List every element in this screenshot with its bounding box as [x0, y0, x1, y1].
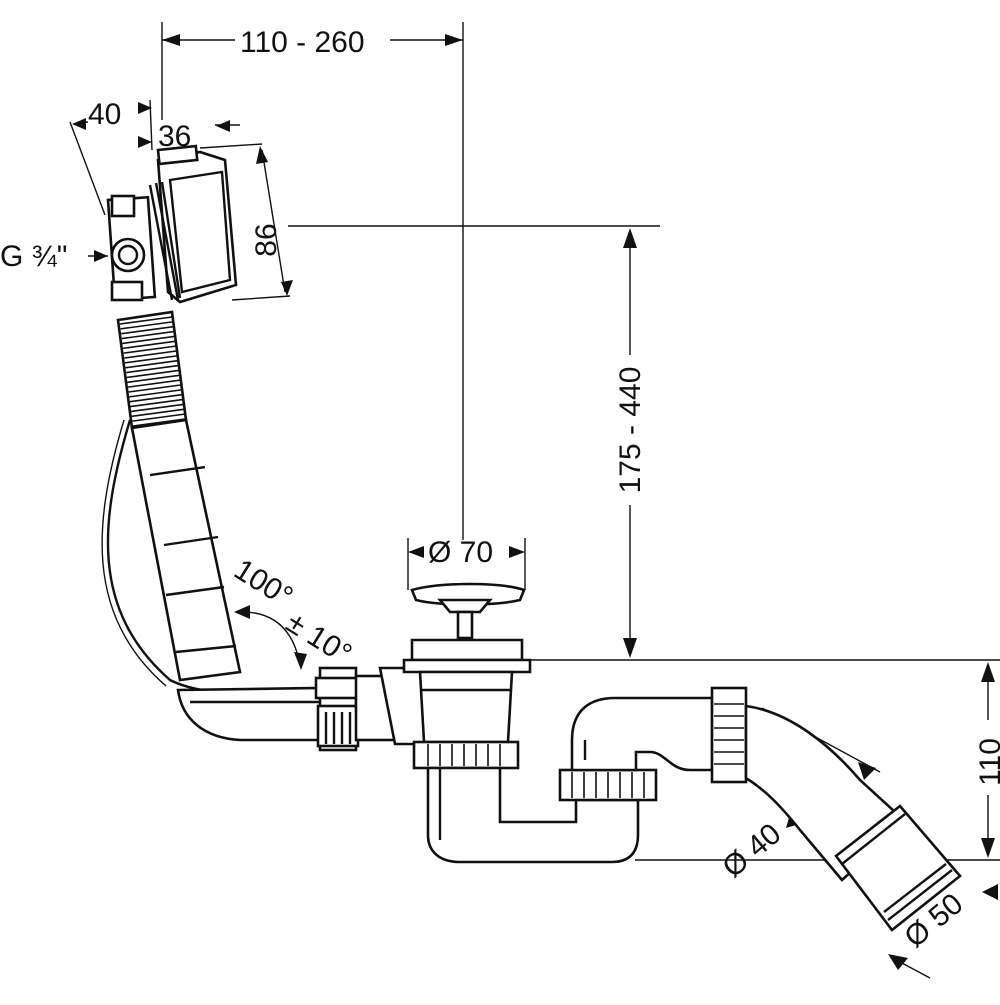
siphon-trap	[412, 686, 962, 932]
hose-rib	[121, 330, 174, 340]
hose-rib	[125, 359, 178, 369]
hose-corrugation	[119, 316, 186, 427]
hose-rib	[128, 384, 181, 393]
hose-rib	[120, 321, 173, 330]
hose-rib	[122, 340, 176, 350]
rosette-height-label: 86	[250, 223, 283, 256]
overflow-depth-label: 40	[88, 98, 121, 131]
hose-rib	[131, 408, 184, 418]
hose-rib	[127, 374, 180, 384]
dimension-lines	[69, 22, 1000, 979]
drain-diameter-label: Ø 70	[428, 536, 493, 569]
outlet-nut-ribs	[714, 703, 744, 765]
overflow-rosette	[106, 144, 238, 304]
hose-rib	[132, 413, 185, 422]
drain-plug	[402, 582, 532, 744]
hose-rib	[130, 398, 183, 408]
hose-rib	[129, 393, 183, 403]
hose-rib	[123, 345, 176, 354]
angle-tolerance-label: ± 10°	[280, 606, 357, 671]
connection-thread-label: G ¾"	[0, 240, 67, 273]
overflow-span-label: 110 - 260	[240, 26, 365, 59]
hose-rib	[119, 316, 173, 325]
hose-rib	[129, 389, 182, 398]
hose-rib	[127, 379, 181, 388]
hose-rib	[121, 325, 174, 335]
trap-nut-ribs	[427, 744, 501, 766]
outlet-inner-diameter-label: Ø 40	[716, 817, 787, 884]
overflow-hose	[101, 310, 326, 742]
hose-rib	[131, 403, 184, 413]
hose-rib	[126, 369, 179, 379]
drain-height-label: 175 - 440	[614, 367, 647, 494]
hose-rib	[126, 364, 179, 374]
trap-height-label: 110	[974, 738, 1000, 786]
pipe-angle-label: 100°	[228, 553, 298, 614]
hose-rib	[124, 350, 177, 359]
rosette-depth-label: 36	[158, 120, 191, 153]
second-nut-ribs	[571, 772, 645, 798]
hose-rib	[124, 355, 178, 364]
hose-rib	[122, 335, 175, 345]
